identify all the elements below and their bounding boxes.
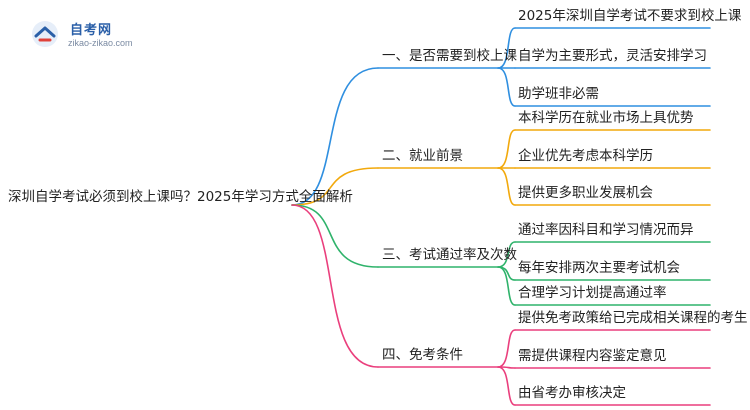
leaf-topic: 提供更多职业发展机会 [518, 185, 653, 201]
leaf-topic: 2025年深圳自学考试不要求到校上课 [518, 8, 742, 24]
branch-label: 四、免考条件 [382, 347, 463, 363]
leaf-connector [497, 366, 516, 406]
logo-mark-icon [32, 21, 58, 47]
leaf-topic: 通过率因科目和学习情况而异 [518, 222, 694, 238]
leaf-topic: 需提供课程内容鉴定意见 [518, 348, 667, 364]
branch-label: 三、考试通过率及次数 [382, 247, 517, 263]
leaf-topic: 助学班非必需 [518, 86, 599, 102]
leaf-connector [497, 67, 516, 107]
leaf-topic: 企业优先考虑本科学历 [518, 148, 653, 164]
leaf-connector [497, 129, 516, 169]
branch-label: 一、是否需要到校上课 [382, 48, 517, 64]
leaf-connector [497, 27, 516, 69]
leaf-topic: 本科学历在就业市场上具优势 [518, 110, 694, 126]
logo-title: 自考网 [70, 23, 113, 38]
logo-subtitle: zikao-zikao.com [68, 38, 133, 48]
site-logo: 自考网 zikao-zikao.com [30, 16, 150, 56]
leaf-connector [497, 266, 516, 306]
leaf-topic: 提供免考政策给已完成相关课程的考生 [518, 310, 748, 326]
leaf-connector [497, 167, 516, 206]
leaf-connector [497, 241, 516, 268]
branch-connector [291, 204, 379, 368]
leaf-topic: 合理学习计划提高通过率 [518, 285, 667, 301]
leaf-connector [497, 329, 516, 368]
branch-label: 二、就业前景 [382, 148, 463, 164]
branch-connector [291, 67, 379, 206]
root-topic: 深圳自学考试必须到校上课吗？2025年学习方式全面解析 [8, 189, 353, 205]
branch-connector [291, 167, 379, 206]
leaf-topic: 由省考办审核决定 [518, 385, 626, 401]
leaf-topic: 自学为主要形式，灵活安排学习 [518, 48, 707, 64]
branch-connector [291, 204, 379, 268]
leaf-topic: 每年安排两次主要考试机会 [518, 260, 680, 276]
